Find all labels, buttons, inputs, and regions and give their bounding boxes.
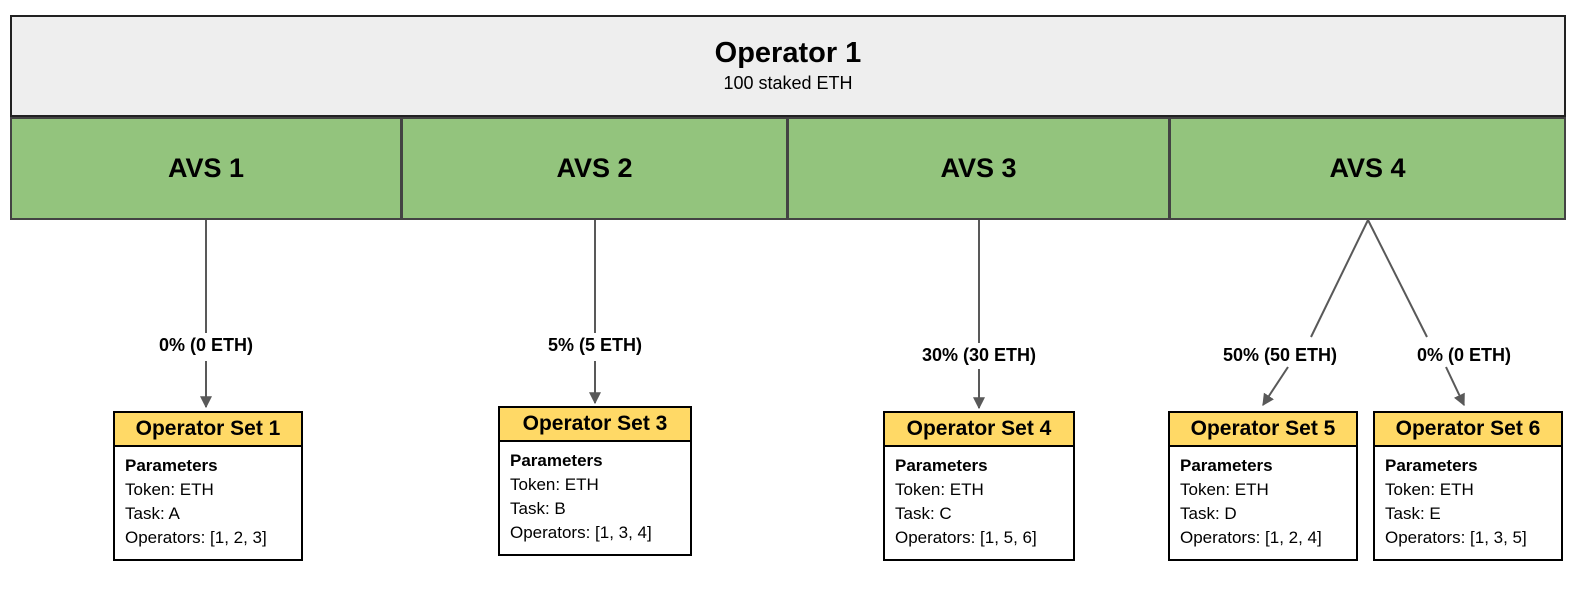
operator-set-6-body: Parameters Token: ETH Task: E Operators:… [1375,447,1561,559]
operator-set-3-body: Parameters Token: ETH Task: B Operators:… [500,442,690,554]
allocation-label-avs1: 0% (0 ETH) [158,335,254,355]
operator-set-3-title: Operator Set 3 [500,408,690,442]
avs-3-label: AVS 3 [940,153,1017,183]
avs-block-2: AVS 2 [401,117,788,220]
operators-line: Operators: [1, 5, 6] [895,528,1037,548]
token-line: Token: ETH [1180,480,1269,500]
task-line: Task: C [895,504,952,524]
operator-set-3-card: Operator Set 3 Parameters Token: ETH Tas… [498,406,692,556]
avs-4-label: AVS 4 [1329,153,1406,183]
operators-line: Operators: [1, 3, 4] [510,523,652,543]
task-line: Task: E [1385,504,1441,524]
operator-set-4-body: Parameters Token: ETH Task: C Operators:… [885,447,1073,559]
operator-set-1-title: Operator Set 1 [115,413,301,447]
parameters-heading: Parameters [1180,456,1273,475]
avs4-right-line-upper [1367,219,1428,338]
allocation-label-avs4-left: 50% (50 ETH) [1222,345,1338,365]
allocation-label-avs2: 5% (5 ETH) [547,335,643,355]
operator-set-1-card: Operator Set 1 Parameters Token: ETH Tas… [113,411,303,561]
avs-2-label: AVS 2 [556,153,633,183]
operators-line: Operators: [1, 2, 3] [125,528,267,548]
parameters-heading: Parameters [125,456,218,475]
task-line: Task: D [1180,504,1237,524]
task-line: Task: A [125,504,180,524]
token-line: Token: ETH [1385,480,1474,500]
parameters-heading: Parameters [510,451,603,470]
token-line: Token: ETH [895,480,984,500]
avs-block-3: AVS 3 [787,117,1170,220]
parameters-heading: Parameters [1385,456,1478,475]
operator-set-5-body: Parameters Token: ETH Task: D Operators:… [1170,447,1356,559]
operator-box: Operator 1 100 staked ETH [10,15,1566,117]
avs-row: AVS 1 AVS 2 AVS 3 AVS 4 [10,117,1566,220]
operators-line: Operators: [1, 3, 5] [1385,528,1527,548]
task-line: Task: B [510,499,566,519]
avs4-right-line-arrow [1445,366,1465,407]
operator-set-6-title: Operator Set 6 [1375,413,1561,447]
operator-set-5-title: Operator Set 5 [1170,413,1356,447]
operators-line: Operators: [1, 2, 4] [1180,528,1322,548]
operator-set-4-card: Operator Set 4 Parameters Token: ETH Tas… [883,411,1075,561]
operator-title: Operator 1 [714,37,862,70]
avs4-left-line-upper [1310,219,1369,338]
avs-block-1: AVS 1 [10,117,402,220]
token-line: Token: ETH [510,475,599,495]
operator-set-6-card: Operator Set 6 Parameters Token: ETH Tas… [1373,411,1563,561]
operator-set-1-body: Parameters Token: ETH Task: A Operators:… [115,447,301,559]
allocation-label-avs3: 30% (30 ETH) [921,345,1037,365]
operator-set-4-title: Operator Set 4 [885,413,1073,447]
avs-block-4: AVS 4 [1169,117,1566,220]
parameters-heading: Parameters [895,456,988,475]
avs-1-label: AVS 1 [167,153,245,183]
token-line: Token: ETH [125,480,214,500]
avs4-left-line-arrow [1262,366,1289,407]
operator-stake-subtitle: 100 staked ETH [723,73,853,94]
operator-set-5-card: Operator Set 5 Parameters Token: ETH Tas… [1168,411,1358,561]
allocation-label-avs4-right: 0% (0 ETH) [1416,345,1512,365]
